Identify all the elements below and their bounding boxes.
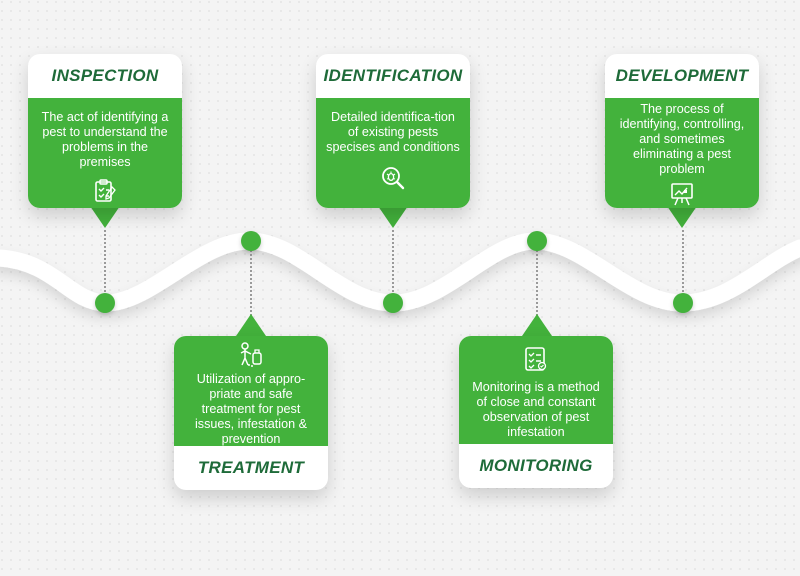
connector-line-treatment	[250, 250, 252, 316]
card-identification: IDENTIFICATION Detailed identifica-tion …	[316, 54, 470, 208]
card-title: INSPECTION	[51, 66, 159, 85]
pointer-inspection	[90, 206, 120, 228]
pointer-identification	[378, 206, 408, 228]
presentation-board-icon	[671, 183, 693, 206]
timeline-dot-monitoring	[527, 231, 547, 251]
card-description: The process of identifying, controlling,…	[619, 102, 745, 176]
card-description: Detailed identifica-tion of existing pes…	[326, 110, 460, 154]
card-title: TREATMENT	[197, 458, 305, 477]
card-title: IDENTIFICATION	[323, 66, 463, 85]
card-description: Monitoring is a method of close and cons…	[472, 380, 600, 439]
pointer-treatment	[236, 314, 266, 336]
card-development: DEVELOPMENT The process of identifying, …	[605, 54, 759, 208]
connector-line-identification	[392, 230, 394, 296]
magnifier-bug-icon	[382, 167, 405, 190]
timeline-dot-treatment	[241, 231, 261, 251]
connector-line-inspection	[104, 230, 106, 296]
timeline-dot-identification	[383, 293, 403, 313]
checklist-icon	[525, 347, 547, 371]
card-description: The act of identifying a pest to underst…	[41, 110, 169, 169]
timeline-dot-inspection	[95, 293, 115, 313]
card-title: MONITORING	[479, 456, 593, 475]
card-title: DEVELOPMENT	[615, 66, 749, 85]
card-inspection: INSPECTION The act of identifying a pest…	[28, 54, 182, 208]
sprayer-worker-icon	[240, 342, 262, 367]
card-monitoring: Monitoring is a method of close and cons…	[459, 336, 613, 488]
timeline-dot-development	[673, 293, 693, 313]
card-treatment: Utilization of appro-priate and safe tre…	[174, 336, 328, 490]
pointer-development	[667, 206, 697, 228]
pointer-monitoring	[522, 314, 552, 336]
clipboard-icon	[95, 179, 116, 202]
connector-line-development	[682, 230, 684, 296]
connector-line-monitoring	[536, 250, 538, 316]
card-description: Utilization of appro-priate and safe tre…	[194, 372, 307, 446]
